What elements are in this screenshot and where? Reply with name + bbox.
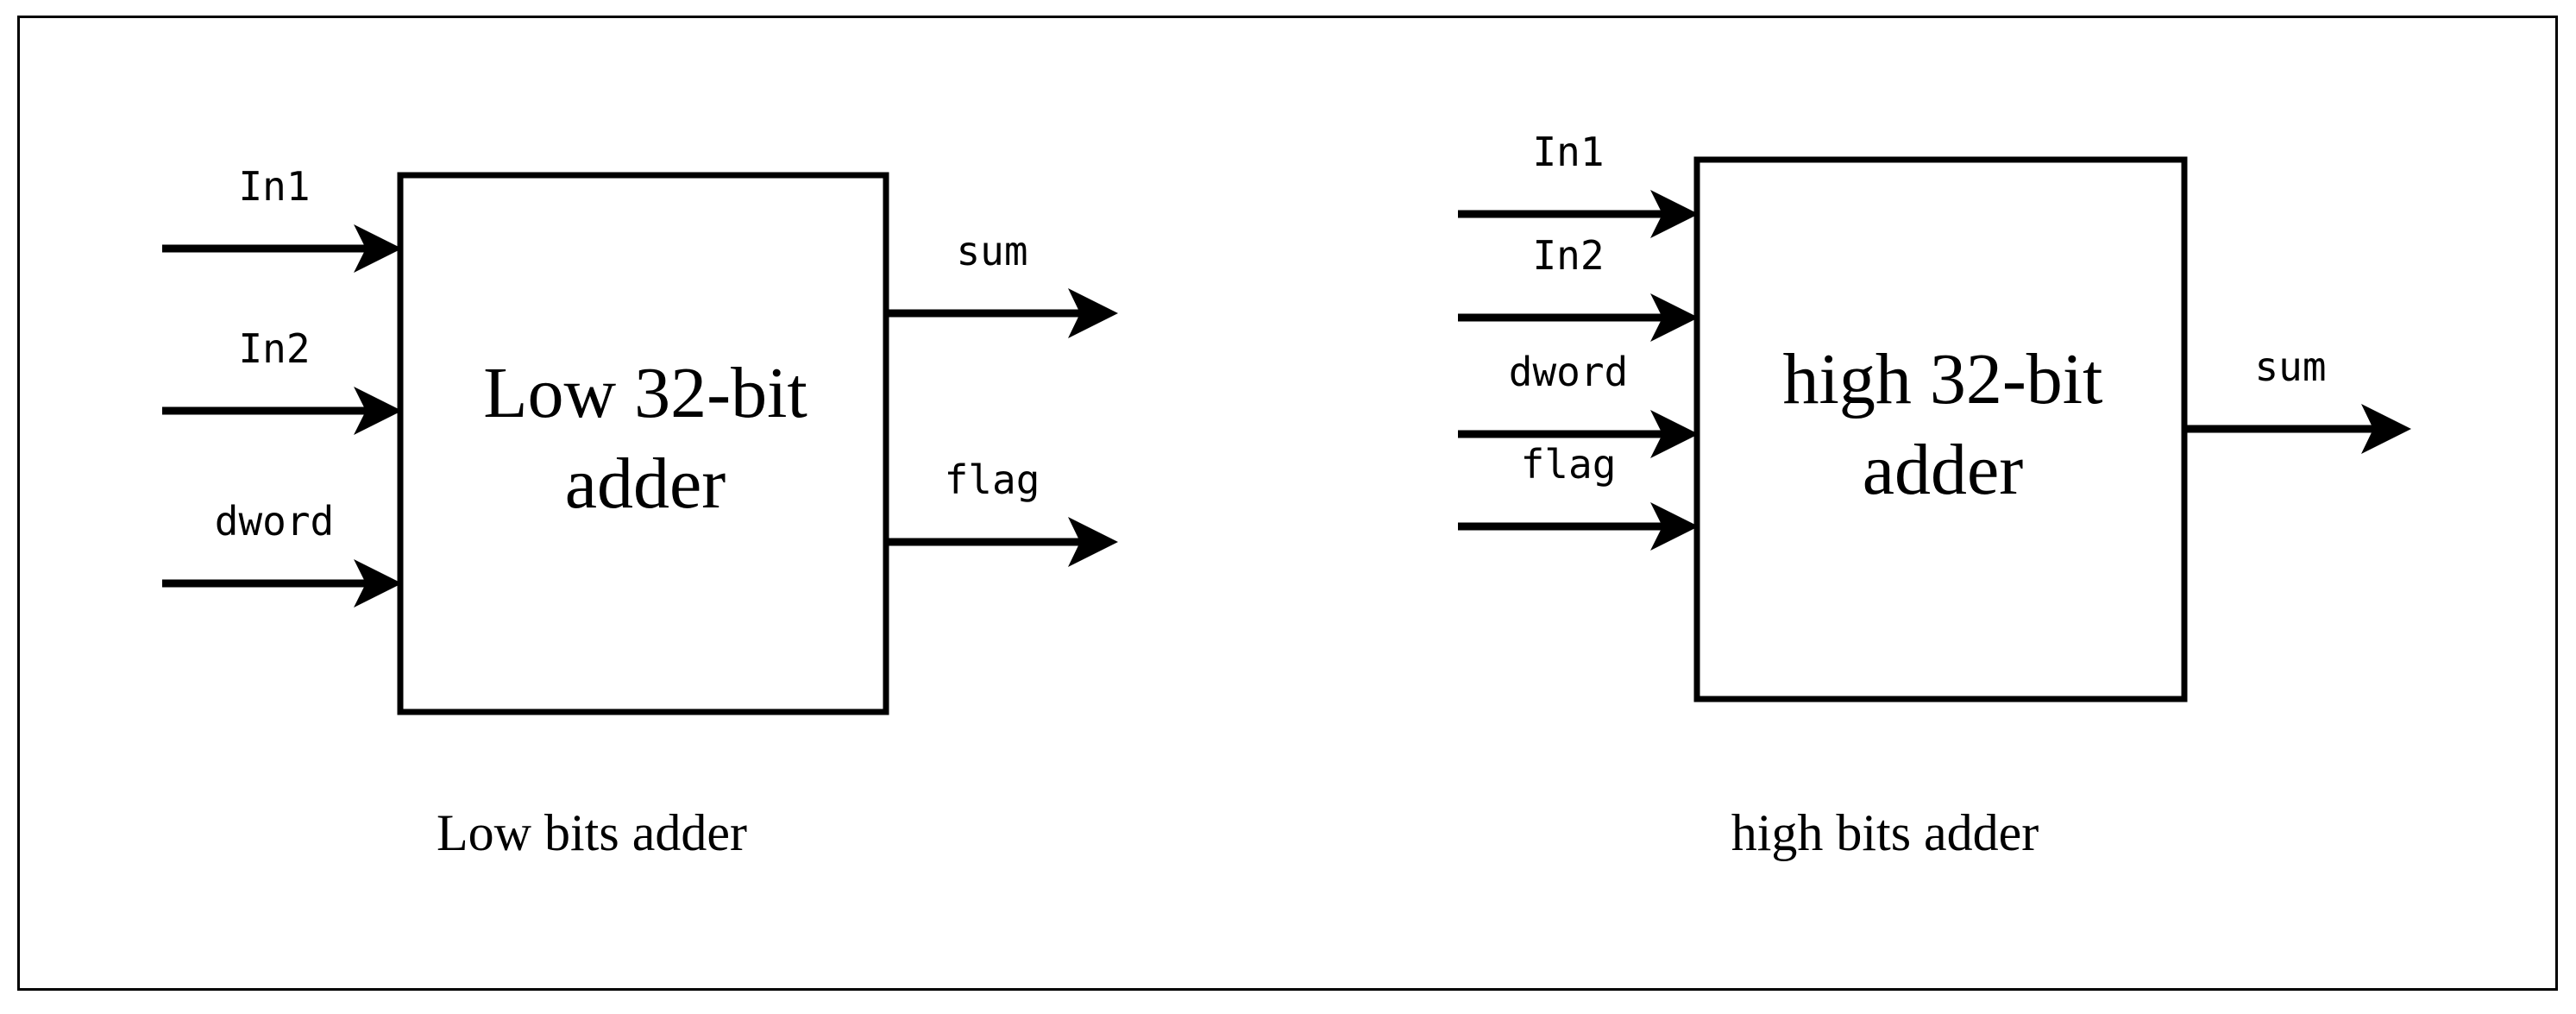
high-adder-group: In1 In2 dword flag h — [1458, 129, 2411, 861]
high-adder-title-line1: high 32-bit — [1783, 339, 2103, 419]
low-adder-output-sum-label: sum — [956, 228, 1027, 274]
low-adder-block — [397, 172, 889, 715]
high-adder-output-sum-arrowhead — [2361, 404, 2411, 454]
low-adder-output-flag-label: flag — [945, 457, 1040, 503]
low-adder-caption: Low bits adder — [437, 804, 747, 861]
high-adder-title-line2: adder — [1863, 430, 2024, 510]
high-adder-input-flag: flag — [1458, 441, 1699, 551]
low-adder-input-dword-label: dword — [215, 498, 334, 545]
low-adder-output-flag-arrowhead — [1068, 517, 1118, 567]
high-adder-caption: high bits adder — [1731, 804, 2039, 861]
high-adder-output-sum-label: sum — [2254, 343, 2326, 390]
low-adder-input-dword: dword — [162, 498, 402, 608]
high-adder-input-flag-label: flag — [1521, 441, 1617, 488]
low-adder-output-flag: flag — [886, 457, 1118, 567]
high-adder-input-in1-label: In1 — [1532, 129, 1604, 175]
low-adder-title-line1: Low 32-bit — [483, 353, 807, 433]
low-adder-input-dword-arrowhead — [354, 559, 402, 608]
low-adder-title-line2: adder — [565, 444, 726, 524]
low-adder-input-in1: In1 — [162, 163, 402, 273]
high-adder-input-dword-arrowhead — [1650, 410, 1699, 458]
high-adder-input-flag-arrowhead — [1650, 502, 1699, 551]
high-adder-input-in2-arrowhead — [1650, 293, 1699, 342]
high-adder-input-in1: In1 — [1458, 129, 1699, 238]
high-adder-output-sum: sum — [2184, 343, 2411, 454]
low-adder-input-in1-arrowhead — [354, 224, 402, 273]
low-adder-output-sum: sum — [886, 228, 1118, 338]
high-adder-block — [1693, 156, 2188, 702]
low-adder-input-in2-arrowhead — [354, 387, 402, 435]
high-adder-input-dword: dword — [1458, 349, 1699, 458]
high-adder-input-in1-arrowhead — [1650, 190, 1699, 238]
low-adder-input-in2-label: In2 — [238, 325, 310, 372]
low-adder-group: In1 In2 dword Low 32-bit adder — [162, 163, 1118, 861]
low-adder-output-sum-arrowhead — [1068, 288, 1118, 338]
low-adder-input-in2: In2 — [162, 325, 402, 435]
high-adder-input-dword-label: dword — [1509, 349, 1628, 395]
high-adder-input-in2-label: In2 — [1532, 232, 1604, 279]
low-adder-input-in1-label: In1 — [238, 163, 310, 210]
high-adder-input-in2: In2 — [1458, 232, 1699, 342]
